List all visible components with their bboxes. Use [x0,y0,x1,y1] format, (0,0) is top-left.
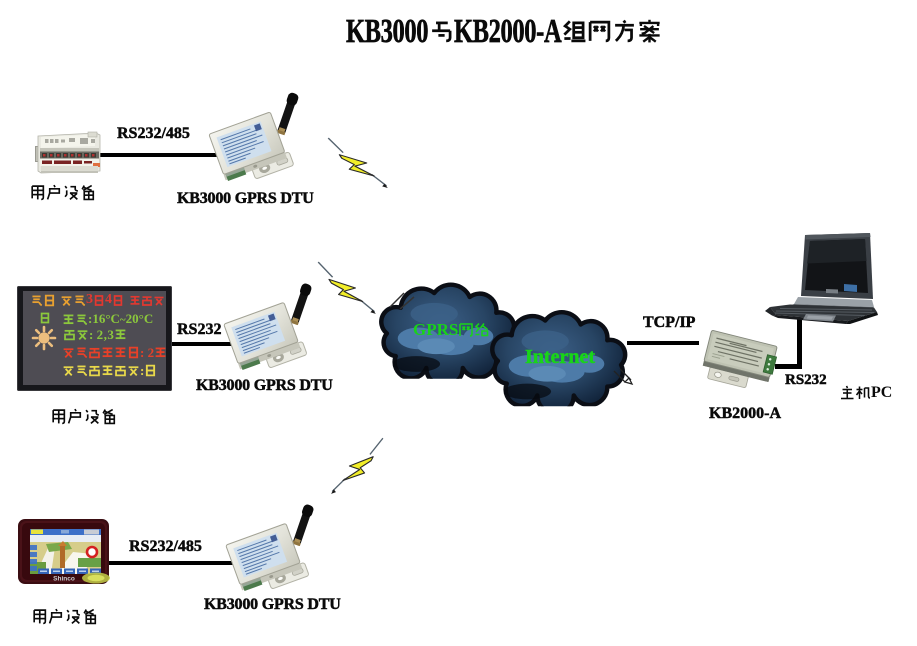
svg-text:Shinco: Shinco [53,576,75,583]
